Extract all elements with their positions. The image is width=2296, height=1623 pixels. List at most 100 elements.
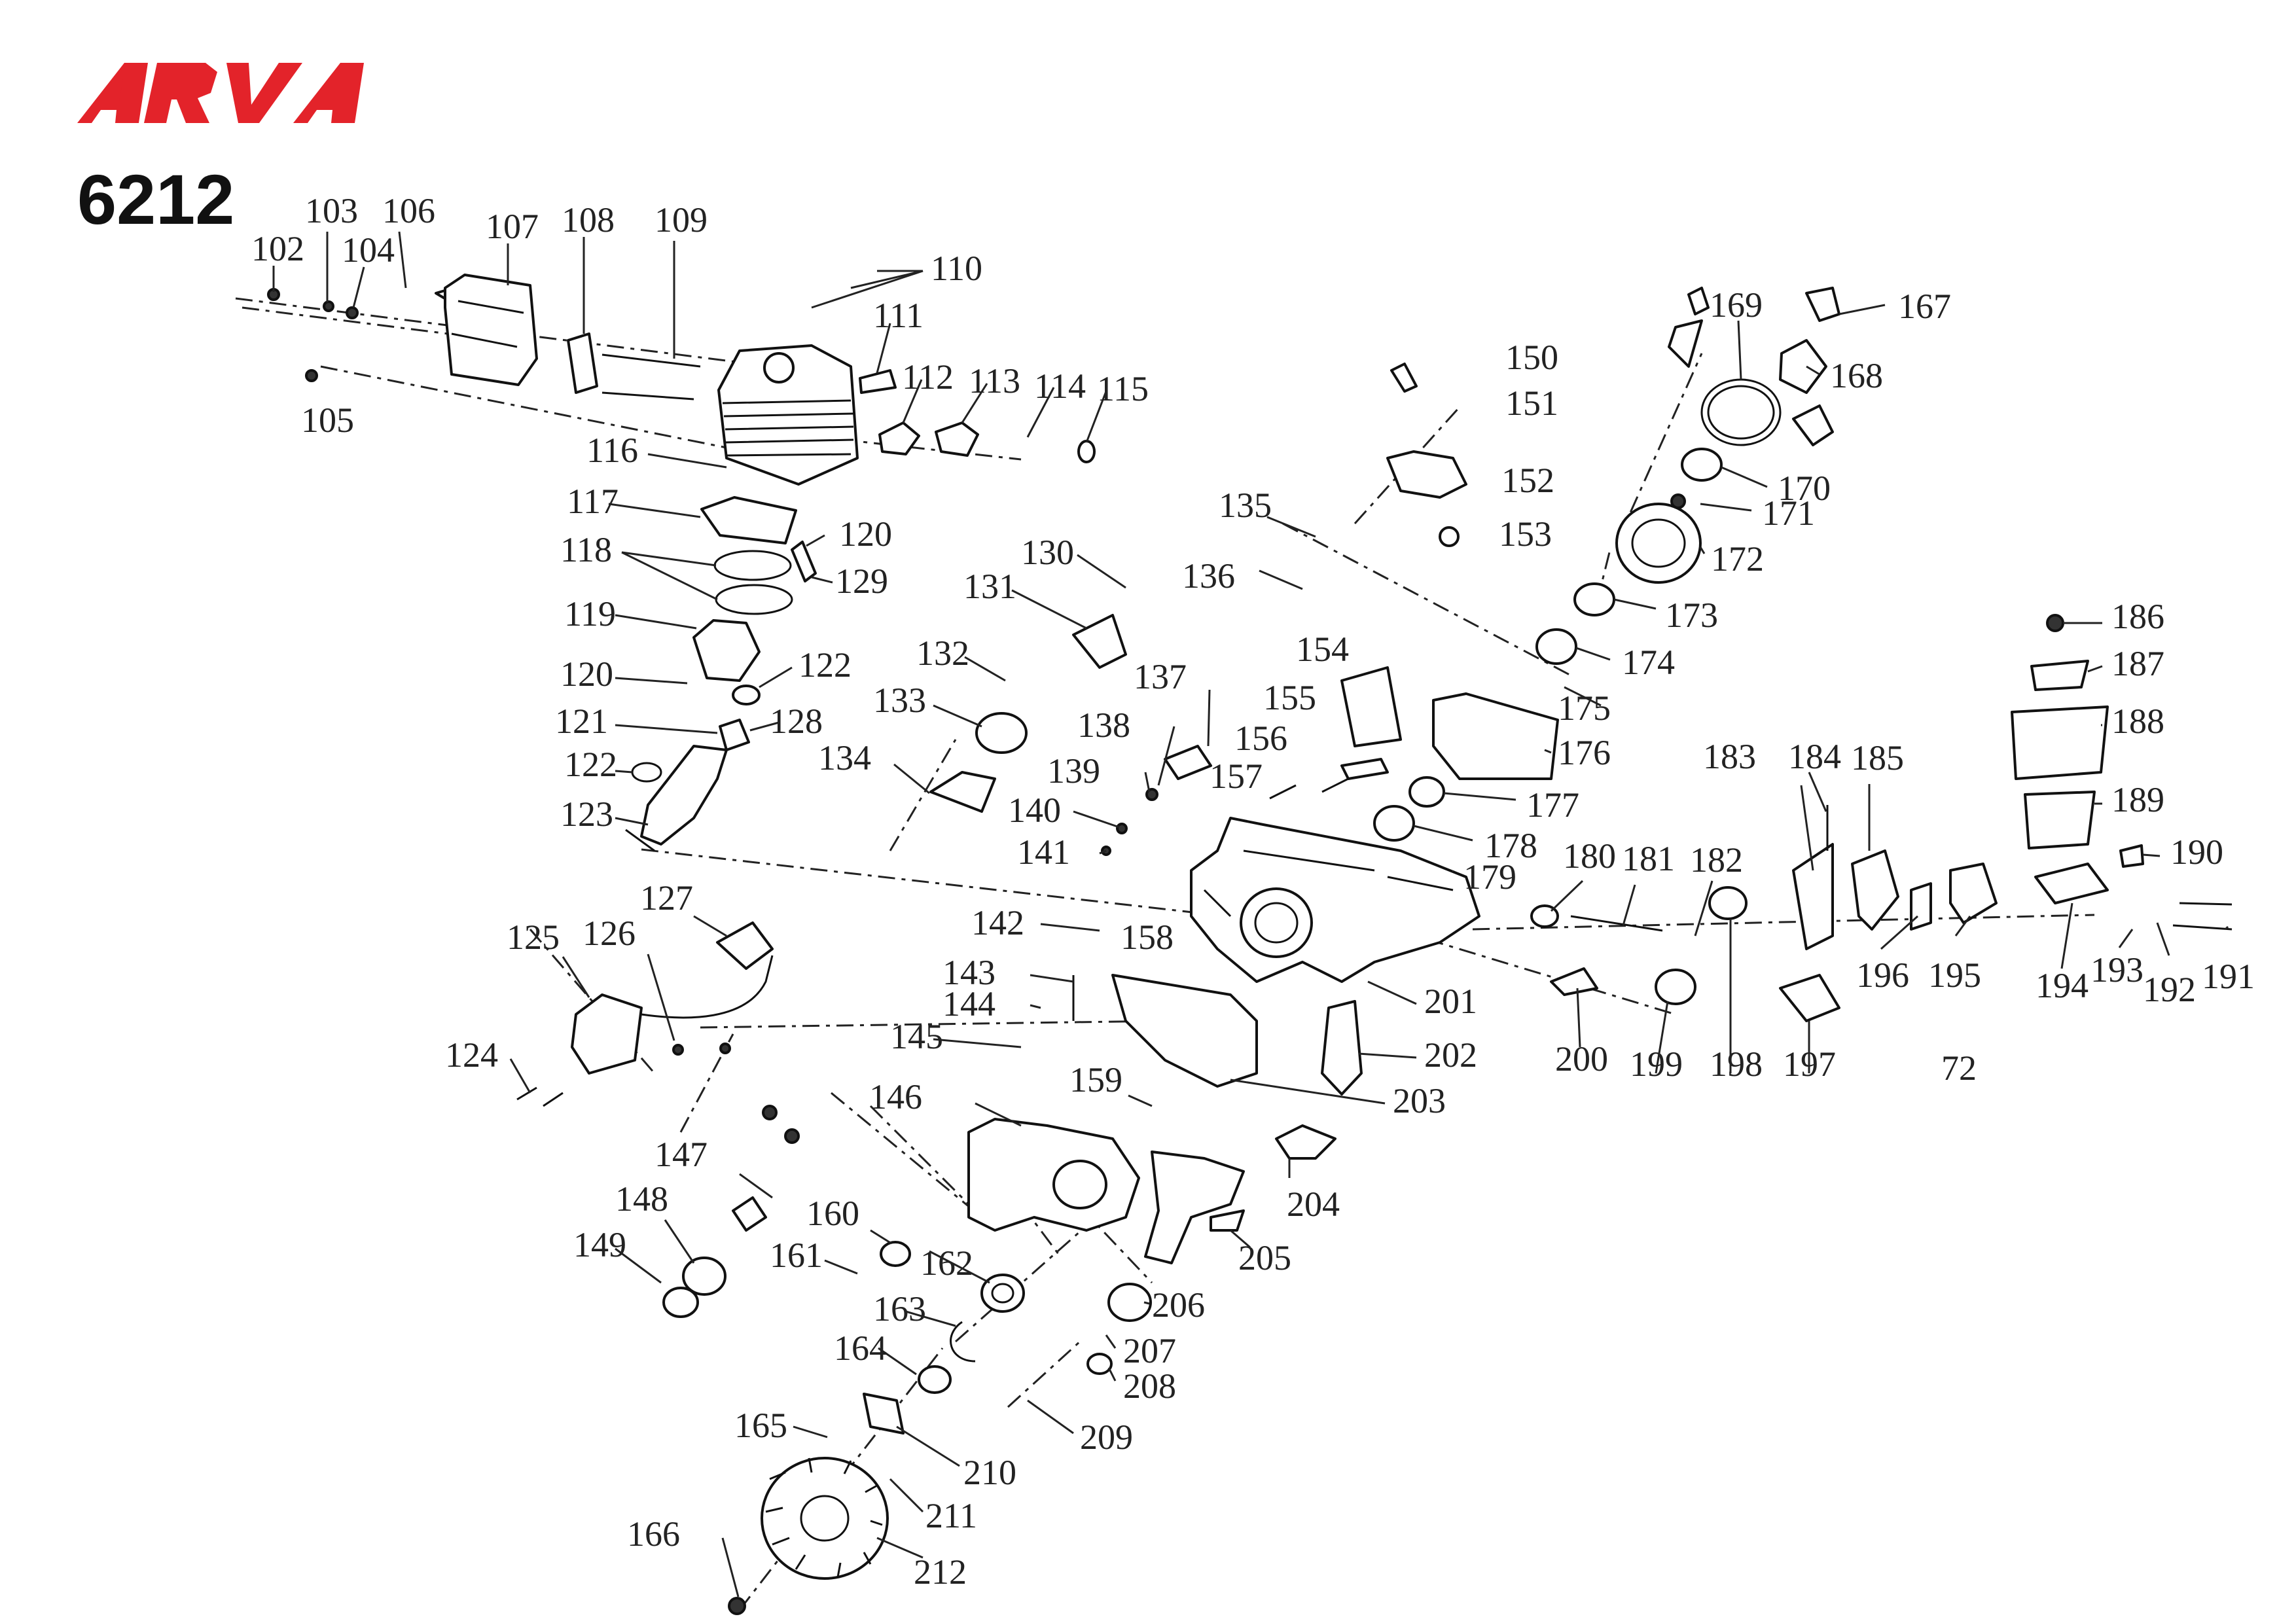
- clutch-washer: [1681, 448, 1723, 482]
- callout-209: 209: [1080, 1418, 1133, 1457]
- callout-210: 210: [963, 1453, 1016, 1492]
- callout-174: 174: [1622, 643, 1675, 682]
- chain-guard-155: [1340, 666, 1402, 747]
- oil-pump: [1386, 450, 1467, 499]
- piston: [692, 619, 761, 682]
- handle-assembly: [732, 1105, 1336, 1264]
- callout-110: 110: [931, 249, 982, 288]
- callout-108: 108: [562, 200, 615, 240]
- callout-151: 151: [1505, 383, 1558, 423]
- callout-184: 184: [1788, 737, 1841, 776]
- arva-logo: [77, 63, 364, 123]
- callout-143: 143: [942, 953, 996, 992]
- callout-142: 142: [971, 903, 1024, 942]
- clutch-drum: [1615, 503, 1702, 584]
- callout-118: 118: [560, 530, 612, 569]
- ignition-module: [571, 993, 643, 1075]
- bushing: [880, 1241, 911, 1267]
- piston-ring-2: [715, 584, 793, 615]
- cylinder: [625, 344, 1096, 852]
- cone-134: [929, 771, 996, 813]
- callout-105: 105: [301, 401, 354, 440]
- bearing-206: [1107, 1283, 1152, 1322]
- bushing-199: [1655, 969, 1696, 1005]
- washer: [682, 1257, 726, 1296]
- callout-163: 163: [873, 1289, 926, 1329]
- ignition-lead: [641, 955, 774, 1019]
- chain-cover-176: [1432, 692, 1559, 780]
- callout-201: 201: [1424, 982, 1477, 1021]
- spark-plug-cap: [716, 921, 774, 970]
- crankshaft: [640, 745, 728, 846]
- ring-208: [1086, 1353, 1113, 1375]
- callout-114: 114: [1034, 366, 1086, 406]
- chain-brake-group: [929, 614, 1748, 1005]
- callout-187: 187: [2111, 644, 2164, 683]
- crankcase: [1072, 817, 1480, 1096]
- spark-plug: [859, 369, 897, 394]
- callout-171: 171: [1762, 493, 1815, 533]
- callout-123: 123: [560, 794, 613, 834]
- callout-172: 172: [1711, 539, 1764, 579]
- intake-manifold: [935, 421, 979, 457]
- callout-161: 161: [770, 1236, 823, 1275]
- callout-204: 204: [1287, 1185, 1340, 1224]
- callout-144: 144: [942, 984, 996, 1024]
- filter-189: [2024, 791, 2096, 849]
- callout-190: 190: [2170, 832, 2223, 872]
- callout-185: 185: [1851, 738, 1904, 777]
- callout-208: 208: [1123, 1366, 1176, 1406]
- starter-flywheel: [662, 1241, 1152, 1615]
- muffler-bolt-long: [601, 353, 701, 368]
- callout-125: 125: [507, 918, 560, 957]
- callout-126: 126: [583, 914, 636, 953]
- bearing-178: [1373, 805, 1415, 842]
- part-190: [2119, 844, 2144, 868]
- callout-195: 195: [1928, 955, 1981, 995]
- callout-212: 212: [914, 1552, 967, 1592]
- filter-seal-187: [2030, 660, 2089, 691]
- callout-177: 177: [1526, 785, 1579, 825]
- callout-133: 133: [873, 681, 926, 720]
- springs-157: [1269, 777, 1349, 800]
- callout-140: 140: [1008, 791, 1061, 830]
- callout-200: 200: [1555, 1039, 1608, 1079]
- clutch-spring: [1700, 378, 1782, 446]
- clutch-hub: [1779, 339, 1827, 394]
- callout-136: 136: [1182, 556, 1235, 596]
- callout-167: 167: [1898, 287, 1951, 326]
- callout-182: 182: [1690, 840, 1743, 880]
- carb-air-filter: [1779, 614, 2233, 1022]
- callout-120-top: 120: [839, 514, 892, 554]
- callout-162: 162: [920, 1243, 973, 1283]
- callout-196: 196: [1856, 955, 1909, 995]
- callout-106: 106: [382, 191, 435, 230]
- callout-137: 137: [1134, 657, 1187, 696]
- callout-141: 141: [1017, 832, 1070, 872]
- heat-shield-185: [1851, 849, 1899, 931]
- washer-198: [1708, 886, 1748, 920]
- callout-168: 168: [1830, 356, 1883, 395]
- callout-134: 134: [818, 738, 871, 777]
- ignition-parts: [516, 921, 774, 1107]
- part-callouts: 102 103 104 105 106 107 108 109 110 111 …: [251, 191, 2255, 1592]
- clutch-shoe-2: [1668, 319, 1703, 368]
- needle-bearing-173: [1573, 582, 1615, 616]
- callout-132: 132: [916, 633, 969, 673]
- piston-pin: [791, 541, 817, 582]
- bolt-191: [2179, 902, 2233, 906]
- washer-174: [1535, 628, 1577, 665]
- callout-191: 191: [2202, 957, 2255, 996]
- callout-129: 129: [835, 562, 888, 601]
- gasket-196: [1910, 882, 1932, 931]
- filter-base-194: [2034, 863, 2109, 904]
- muffler-cover: [444, 274, 538, 386]
- callout-193: 193: [2090, 950, 2144, 990]
- gasket-197: [1779, 974, 1840, 1022]
- callout-138: 138: [1077, 705, 1130, 745]
- callout-135: 135: [1219, 486, 1272, 525]
- clutch-group: [1386, 287, 1840, 665]
- ring-133: [975, 712, 1028, 754]
- callout-122-right: 122: [798, 645, 852, 685]
- callout-179: 179: [1463, 857, 1516, 897]
